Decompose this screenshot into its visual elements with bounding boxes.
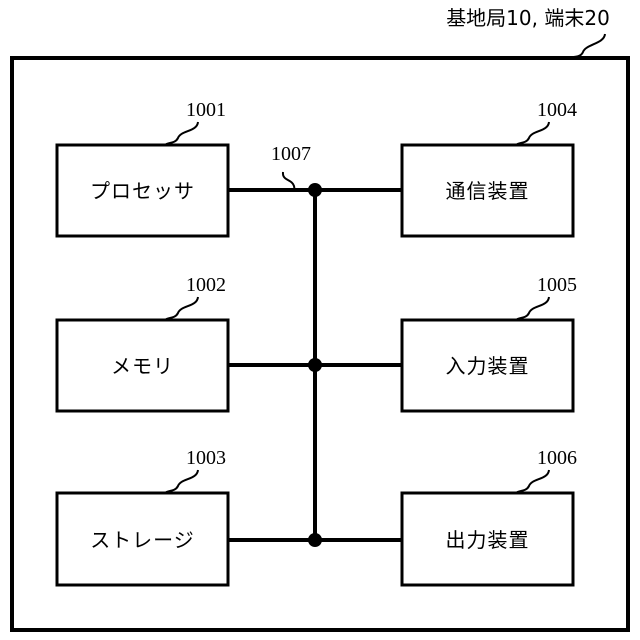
bus-junction-dot-row1 [308, 183, 322, 197]
block-storage [55, 491, 230, 587]
block-memory-label: メモリ [111, 354, 174, 378]
block-output-label: 出力装置 [446, 528, 530, 552]
block-storage-ref-number: 1003 [186, 447, 226, 469]
block-processor-ref-number: 1001 [186, 99, 226, 121]
block-communication-ref-number: 1004 [537, 99, 577, 121]
bus-leader-line [281, 171, 296, 192]
block-input-leader-line [515, 296, 550, 321]
bus-junction-dot-row2 [308, 358, 322, 372]
block-communication [400, 143, 575, 238]
block-processor [55, 143, 230, 238]
block-memory-ref-number: 1002 [186, 274, 226, 296]
block-output [400, 491, 575, 587]
block-input-ref-number: 1005 [537, 274, 577, 296]
bus-ref-number: 1007 [271, 143, 311, 165]
block-communication-label: 通信装置 [446, 179, 530, 203]
figure-title: 基地局10, 端末20 [446, 6, 610, 30]
block-output-leader-line [515, 469, 550, 494]
block-storage-label: ストレージ [90, 528, 195, 552]
block-processor-leader-line [164, 121, 199, 146]
block-memory [55, 318, 230, 413]
block-communication-leader-line [515, 121, 550, 146]
block-input [400, 318, 575, 413]
block-input-label: 入力装置 [446, 354, 530, 378]
block-output-ref-number: 1006 [537, 447, 577, 469]
block-memory-leader-line [164, 296, 199, 321]
title-leader-line [565, 33, 606, 59]
bus-junction-dot-row3 [308, 533, 322, 547]
block-storage-leader-line [164, 469, 199, 494]
block-processor-label: プロセッサ [90, 179, 195, 203]
